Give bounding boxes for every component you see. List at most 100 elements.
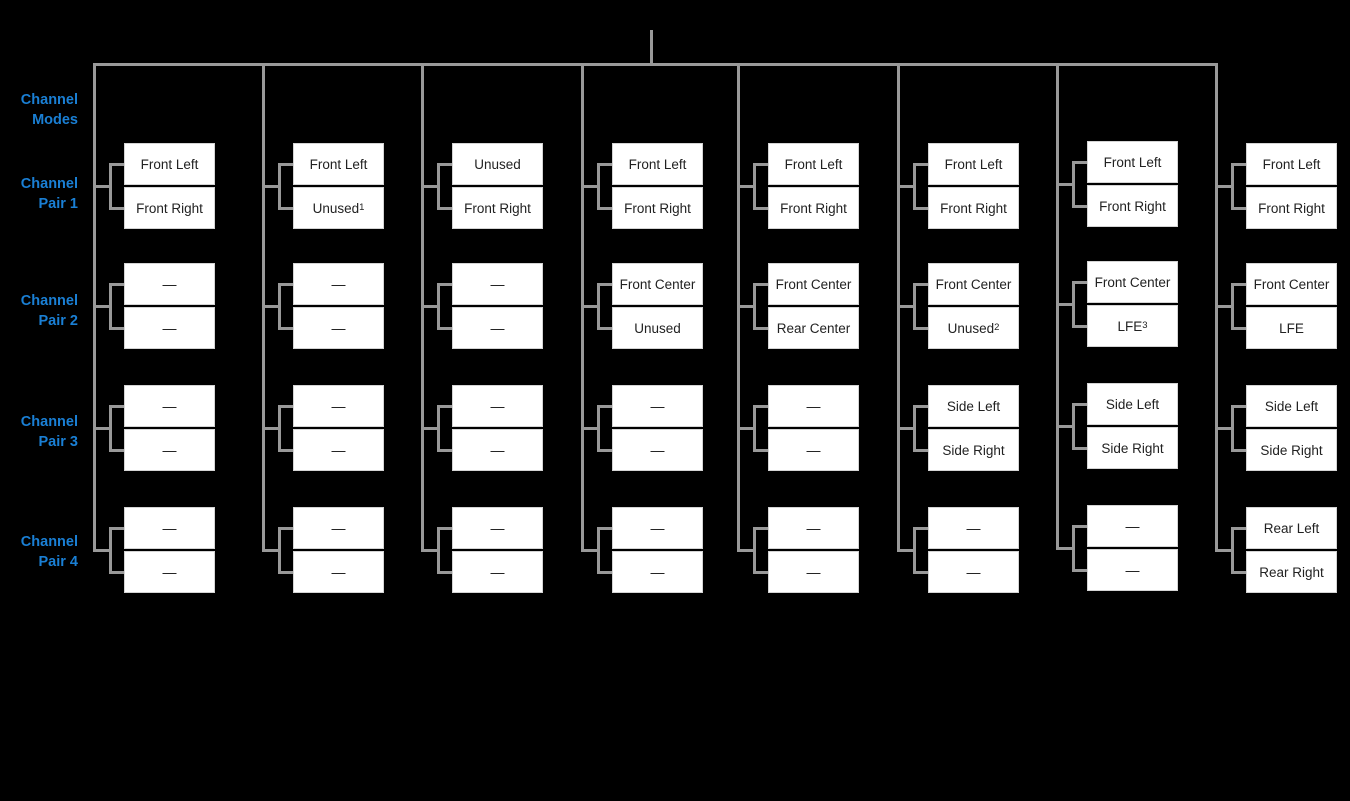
channel-box-mode-6-pair2-upper[interactable]: Front Center: [928, 263, 1019, 305]
bracket-stem-mode-3-p4: [421, 549, 440, 552]
channel-box-mode-1-pair1-lower[interactable]: Front Right: [124, 187, 215, 229]
bracket-arm-bottom-mode-7-p4: [1072, 569, 1087, 572]
channel-box-mode-3-pair3-lower[interactable]: —: [452, 429, 543, 471]
channel-box-mode-5-pair1-lower[interactable]: Front Right: [768, 187, 859, 229]
channel-box-mode-2-pair2-upper[interactable]: —: [293, 263, 384, 305]
empty-channel-marker: —: [162, 520, 177, 536]
bracket-vertical-mode-8-p1: [1231, 163, 1234, 210]
channel-box-mode-6-pair4-upper[interactable]: —: [928, 507, 1019, 549]
channel-box-mode-8-pair4-lower[interactable]: Rear Right: [1246, 551, 1337, 593]
bracket-arm-bottom-mode-5-p3: [753, 449, 768, 452]
channel-box-mode-4-pair4-upper[interactable]: —: [612, 507, 703, 549]
channel-box-mode-1-pair1-upper[interactable]: Front Left: [124, 143, 215, 185]
channel-box-mode-1-pair4-upper[interactable]: —: [124, 507, 215, 549]
channel-box-mode-4-pair2-lower[interactable]: Unused: [612, 307, 703, 349]
bracket-arm-bottom-mode-1-p3: [109, 449, 124, 452]
channel-box-mode-7-pair4-upper[interactable]: —: [1087, 505, 1178, 547]
bracket-stem-mode-6-p2: [897, 305, 916, 308]
bracket-stem-mode-7-p2: [1056, 303, 1075, 306]
channel-box-mode-4-pair3-lower[interactable]: —: [612, 429, 703, 471]
channel-label: Front Right: [1258, 200, 1325, 216]
channel-box-mode-7-pair4-lower[interactable]: —: [1087, 549, 1178, 591]
bracket-vertical-mode-7-p3: [1072, 403, 1075, 450]
bracket-vertical-mode-3-p2: [437, 283, 440, 330]
channel-box-mode-2-pair2-lower[interactable]: —: [293, 307, 384, 349]
channel-box-mode-1-pair3-upper[interactable]: —: [124, 385, 215, 427]
bracket-arm-bottom-mode-7-p3: [1072, 447, 1087, 450]
channel-box-mode-2-pair4-lower[interactable]: —: [293, 551, 384, 593]
channel-box-mode-1-pair2-upper[interactable]: —: [124, 263, 215, 305]
channel-box-mode-7-pair1-upper[interactable]: Front Left: [1087, 141, 1178, 183]
channel-box-mode-1-pair4-lower[interactable]: —: [124, 551, 215, 593]
bracket-arm-bottom-mode-4-p3: [597, 449, 612, 452]
row-label-line1: Channel: [20, 293, 78, 309]
channel-box-mode-3-pair4-lower[interactable]: —: [452, 551, 543, 593]
channel-box-mode-3-pair2-lower[interactable]: —: [452, 307, 543, 349]
channel-box-mode-5-pair2-upper[interactable]: Front Center: [768, 263, 859, 305]
channel-box-mode-1-pair3-lower[interactable]: —: [124, 429, 215, 471]
channel-box-mode-6-pair4-lower[interactable]: —: [928, 551, 1019, 593]
channel-box-mode-2-pair3-lower[interactable]: —: [293, 429, 384, 471]
channel-label: Unused: [474, 156, 521, 172]
channel-box-mode-6-pair1-lower[interactable]: Front Right: [928, 187, 1019, 229]
channel-label: Front Right: [136, 200, 203, 216]
channel-box-mode-4-pair1-upper[interactable]: Front Left: [612, 143, 703, 185]
channel-box-mode-8-pair1-upper[interactable]: Front Left: [1246, 143, 1337, 185]
channel-box-mode-4-pair3-upper[interactable]: —: [612, 385, 703, 427]
bracket-arm-top-mode-3-p2: [437, 283, 452, 286]
row-label-line2: Pair 3: [38, 434, 79, 450]
bracket-arm-bottom-mode-8-p1: [1231, 207, 1246, 210]
channel-box-mode-2-pair3-upper[interactable]: —: [293, 385, 384, 427]
channel-box-mode-7-pair3-upper[interactable]: Side Left: [1087, 383, 1178, 425]
channel-label: Front Left: [944, 156, 1003, 172]
channel-box-mode-3-pair3-upper[interactable]: —: [452, 385, 543, 427]
bracket-vertical-mode-7-p2: [1072, 281, 1075, 328]
channel-box-mode-6-pair3-lower[interactable]: Side Right: [928, 429, 1019, 471]
channel-box-mode-5-pair2-lower[interactable]: Rear Center: [768, 307, 859, 349]
channel-box-mode-5-pair4-upper[interactable]: —: [768, 507, 859, 549]
channel-box-mode-2-pair1-upper[interactable]: Front Left: [293, 143, 384, 185]
bracket-vertical-mode-5-p4: [753, 527, 756, 574]
bracket-vertical-mode-2-p3: [278, 405, 281, 452]
empty-channel-marker: —: [331, 276, 346, 292]
channel-box-mode-8-pair1-lower[interactable]: Front Right: [1246, 187, 1337, 229]
channel-box-mode-7-pair3-lower[interactable]: Side Right: [1087, 427, 1178, 469]
bracket-stem-mode-3-p2: [421, 305, 440, 308]
channel-label: Side Left: [1105, 396, 1160, 412]
channel-box-mode-8-pair3-upper[interactable]: Side Left: [1246, 385, 1337, 427]
bracket-arm-top-mode-8-p2: [1231, 283, 1246, 286]
channel-box-mode-2-pair4-upper[interactable]: —: [293, 507, 384, 549]
channel-box-mode-7-pair2-upper[interactable]: Front Center: [1087, 261, 1178, 303]
channel-box-mode-3-pair4-upper[interactable]: —: [452, 507, 543, 549]
bracket-arm-bottom-mode-5-p1: [753, 207, 768, 210]
channel-box-mode-5-pair1-upper[interactable]: Front Left: [768, 143, 859, 185]
channel-box-mode-4-pair1-lower[interactable]: Front Right: [612, 187, 703, 229]
channel-box-mode-5-pair4-lower[interactable]: —: [768, 551, 859, 593]
channel-box-mode-6-pair3-upper[interactable]: Side Left: [928, 385, 1019, 427]
channel-box-mode-8-pair2-lower[interactable]: LFE: [1246, 307, 1337, 349]
channel-box-mode-4-pair2-upper[interactable]: Front Center: [612, 263, 703, 305]
empty-channel-marker: —: [490, 564, 505, 580]
empty-channel-marker: —: [490, 276, 505, 292]
row-label-line1: Channel: [20, 414, 78, 430]
channel-box-mode-8-pair4-upper[interactable]: Rear Left: [1246, 507, 1337, 549]
channel-box-mode-3-pair1-lower[interactable]: Front Right: [452, 187, 543, 229]
channel-box-mode-8-pair2-upper[interactable]: Front Center: [1246, 263, 1337, 305]
channel-box-mode-4-pair4-lower[interactable]: —: [612, 551, 703, 593]
channel-box-mode-3-pair1-upper[interactable]: Unused: [452, 143, 543, 185]
bracket-arm-top-mode-5-p2: [753, 283, 768, 286]
channel-box-mode-1-pair2-lower[interactable]: —: [124, 307, 215, 349]
channel-box-mode-5-pair3-upper[interactable]: —: [768, 385, 859, 427]
channel-box-mode-7-pair1-lower[interactable]: Front Right: [1087, 185, 1178, 227]
channel-box-mode-5-pair3-lower[interactable]: —: [768, 429, 859, 471]
bracket-vertical-mode-6-p1: [913, 163, 916, 210]
channel-label: Rear Left: [1263, 520, 1320, 536]
channel-box-mode-6-pair1-upper[interactable]: Front Left: [928, 143, 1019, 185]
channel-box-mode-8-pair3-lower[interactable]: Side Right: [1246, 429, 1337, 471]
channel-box-mode-3-pair2-upper[interactable]: —: [452, 263, 543, 305]
channel-label: Front Left: [309, 156, 368, 172]
